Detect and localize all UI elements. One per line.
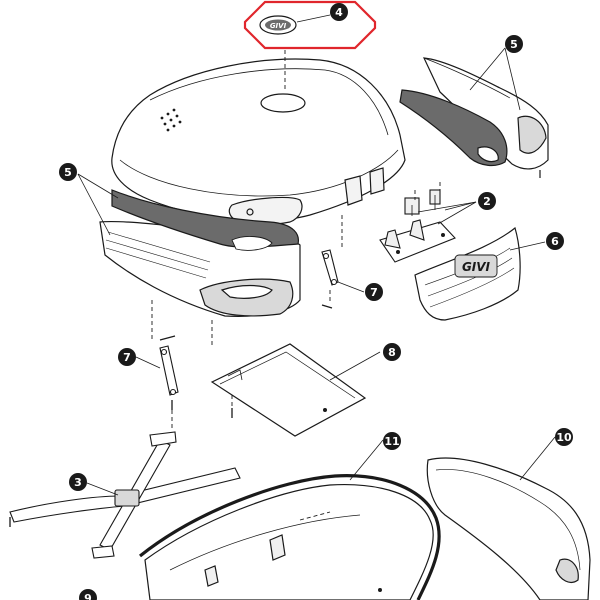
svg-text:7: 7: [123, 351, 131, 364]
front-base: [99, 189, 301, 317]
lid-logo-recess: [260, 93, 306, 113]
logo-badge-part: GIVI: [259, 15, 297, 35]
rear-cover-logo-text: GIVI: [462, 260, 491, 274]
hinge-brackets: [379, 189, 456, 263]
callout-11: 11: [383, 432, 401, 450]
svg-text:6: 6: [551, 235, 559, 248]
leader-lines: [77, 14, 556, 496]
svg-text:9: 9: [84, 592, 92, 600]
side-reflector-dark: [399, 89, 508, 167]
svg-text:3: 3: [74, 476, 82, 489]
cross-straps: [9, 431, 241, 559]
callout-7-upper: 7: [365, 283, 383, 301]
callout-8: 8: [383, 343, 401, 361]
gasket-seal: [139, 474, 441, 600]
base-shell: [139, 474, 441, 600]
callout-7-lower: 7: [118, 348, 136, 366]
lid: [111, 58, 406, 226]
svg-text:2: 2: [483, 195, 491, 208]
lid-strap-upper: [321, 249, 339, 309]
lid-dots: [160, 108, 182, 132]
callout-3: 3: [69, 473, 87, 491]
lid-strap-lower: [159, 335, 179, 410]
callout-2: 2: [478, 192, 496, 210]
svg-text:4: 4: [335, 6, 343, 19]
callout-5-right: 5: [505, 35, 523, 53]
assembly-dashed-lines: [151, 50, 441, 521]
svg-text:5: 5: [510, 38, 518, 51]
svg-text:10: 10: [556, 431, 572, 444]
side-reflector-long: [423, 57, 549, 178]
rear-cover-logo: [454, 254, 498, 278]
callout-9: 9: [79, 589, 97, 600]
svg-text:8: 8: [388, 346, 396, 359]
svg-text:5: 5: [64, 166, 72, 179]
side-panel: [426, 457, 591, 600]
rear-cover: GIVI: [414, 226, 521, 321]
callout-10: 10: [555, 428, 573, 446]
badge-logo-text: GIVI: [270, 22, 287, 30]
reflector-strip-left: [111, 189, 299, 248]
svg-text:7: 7: [370, 286, 378, 299]
highlight-octagon: [243, 0, 377, 50]
callout-6: 6: [546, 232, 564, 250]
callout-5-left: 5: [59, 163, 77, 181]
lid-handle: [228, 196, 303, 226]
inner-tray: [210, 343, 367, 437]
callout-4: 4: [330, 3, 348, 21]
svg-text:11: 11: [384, 435, 399, 448]
